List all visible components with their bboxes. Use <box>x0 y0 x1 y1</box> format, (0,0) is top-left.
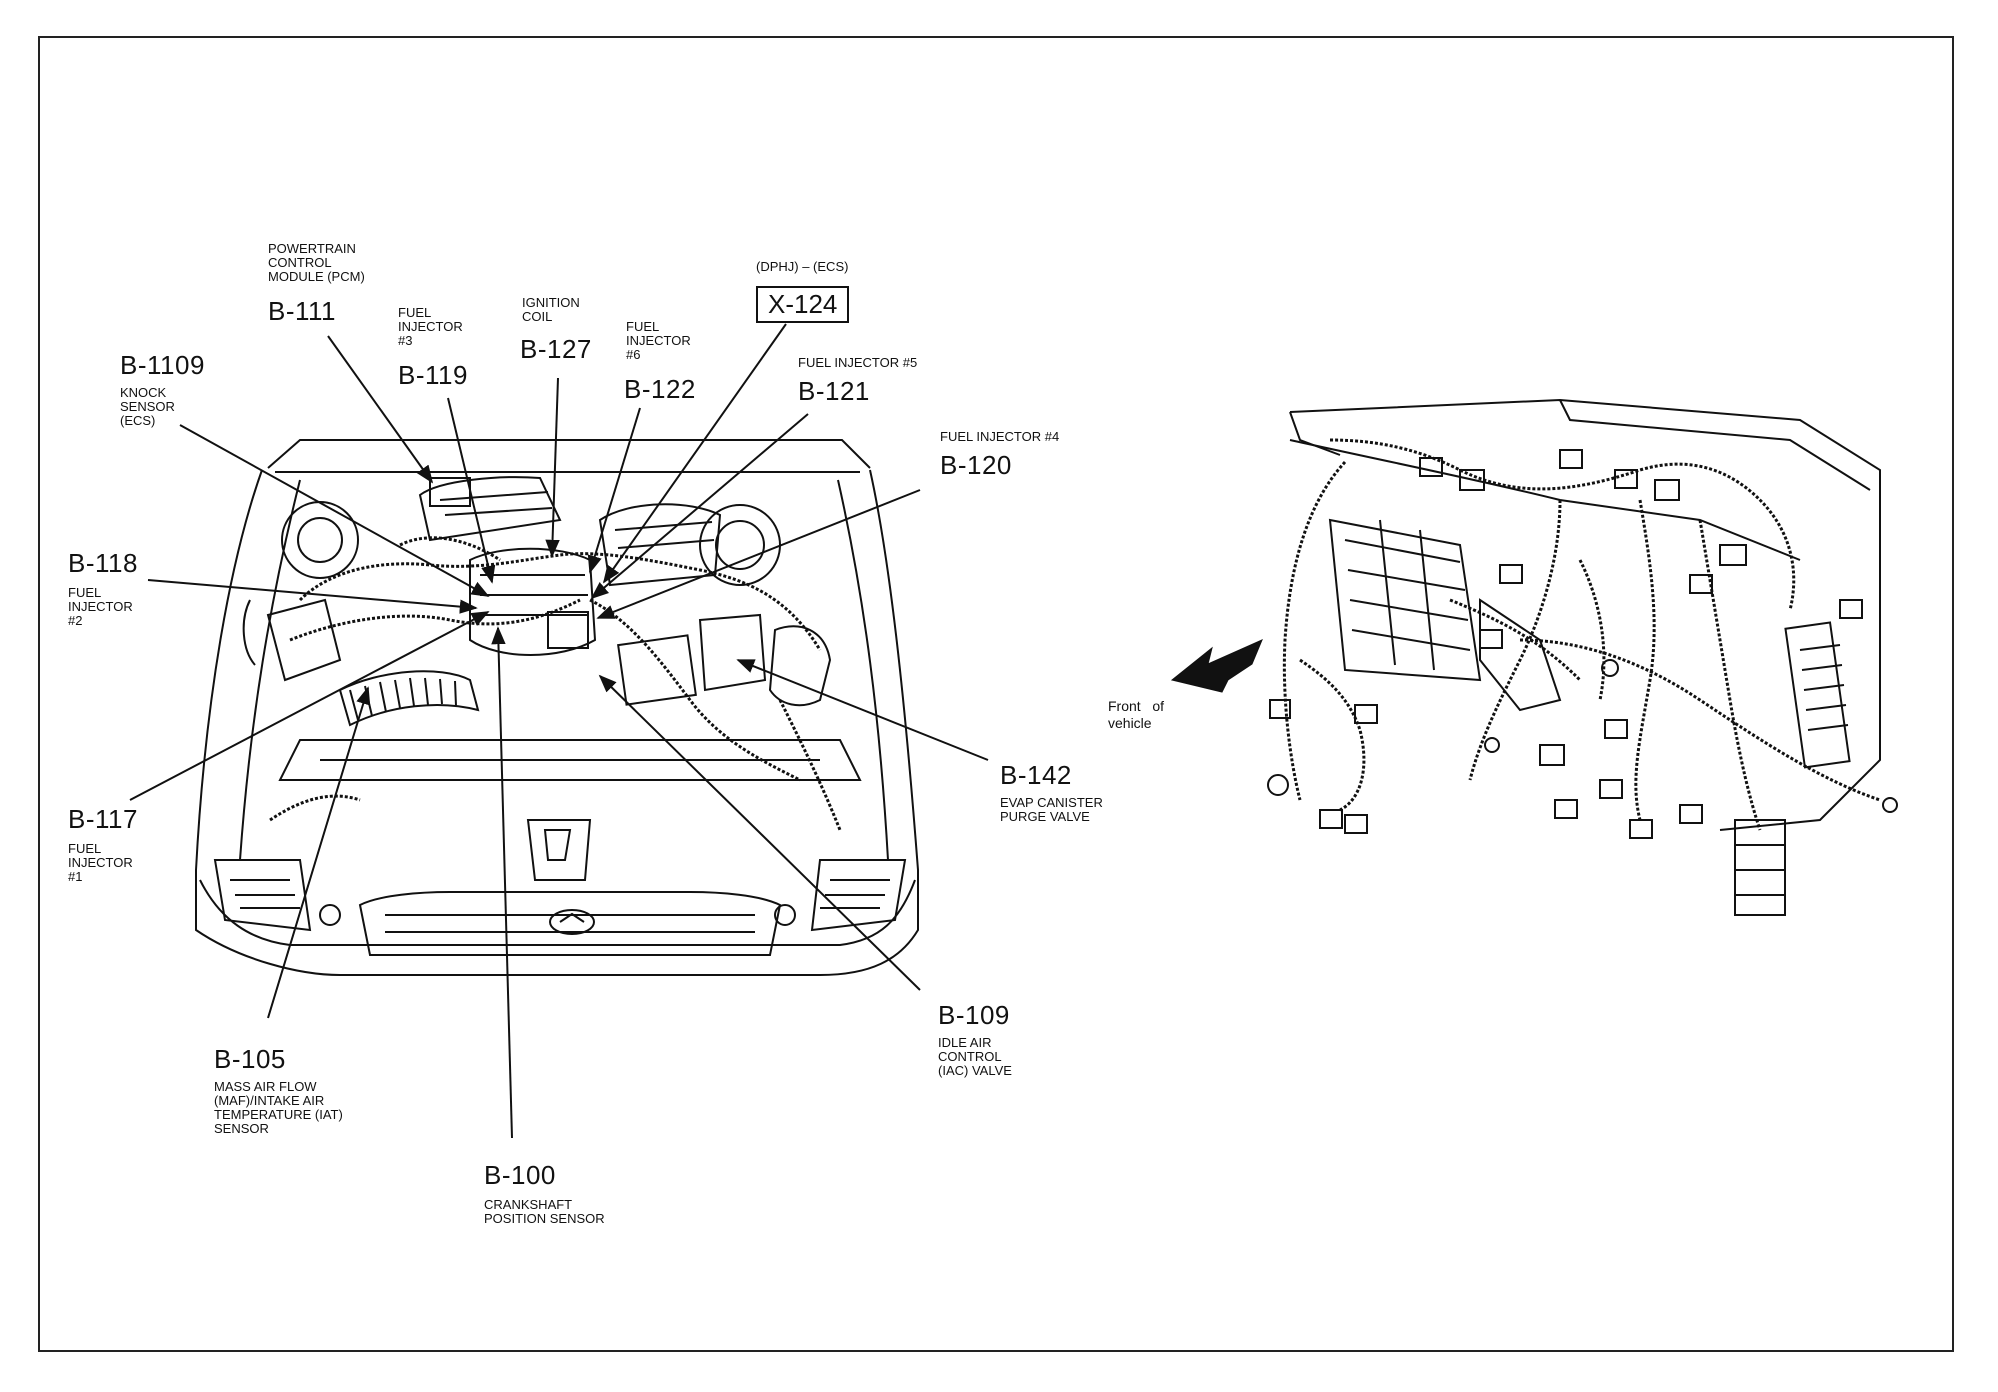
diagram-frame <box>38 36 1954 1352</box>
leader-b121 <box>590 413 809 600</box>
callout-b119-code: B-119 <box>398 360 468 390</box>
callout-b109-code: B-109 <box>938 1000 1010 1030</box>
callout-b142-desc: EVAP CANISTER PURGE VALVE <box>1000 795 1103 824</box>
callout-b111-code: B-111 <box>268 296 337 326</box>
dash-wiring-harness <box>1282 438 1881 831</box>
callout-b142-code: B-142 <box>1000 760 1072 790</box>
callout-b121-code: B-121 <box>798 376 870 406</box>
leader-b105 <box>267 686 371 1019</box>
callout-b127-code: B-127 <box>520 334 592 364</box>
callout-b119-desc: FUEL INJECTOR #3 <box>398 305 463 348</box>
leader-b117 <box>129 611 490 801</box>
leader-b120 <box>596 489 921 619</box>
callout-b120-code: B-120 <box>940 450 1012 480</box>
callout-b105-desc: MASS AIR FLOW (MAF)/INTAKE AIR TEMPERATU… <box>214 1079 343 1136</box>
leader-b122 <box>587 407 641 574</box>
callout-b121-desc: FUEL INJECTOR #5 <box>798 355 918 370</box>
leader-x124 <box>602 323 787 584</box>
callout-x124-code: X-124 <box>756 286 850 323</box>
callout-b111-desc: POWERTRAIN CONTROL MODULE (PCM) <box>268 241 365 284</box>
callout-b1109-code: B-1109 <box>120 350 205 380</box>
callout-b127-desc: IGNITION COIL <box>522 295 580 324</box>
leader-b142 <box>736 659 989 761</box>
engine-wiring-harness <box>269 536 842 831</box>
callout-b122-code: B-122 <box>624 374 696 404</box>
callout-b118-desc: FUEL INJECTOR #2 <box>68 585 133 628</box>
callout-b120-desc: FUEL INJECTOR #4 <box>940 429 1060 444</box>
callout-b122-desc: FUEL INJECTOR #6 <box>626 319 691 362</box>
leader-b127 <box>545 377 560 558</box>
front-of-vehicle-note: Front of vehicle <box>1108 698 1165 731</box>
leader-b118 <box>147 579 478 614</box>
callout-b117-code: B-117 <box>68 804 138 834</box>
callout-b109-desc: IDLE AIR CONTROL (IAC) VALVE <box>938 1035 1012 1078</box>
leader-b109 <box>598 674 921 991</box>
engine-bay-illustration <box>195 439 919 976</box>
callout-b118-code: B-118 <box>68 548 138 578</box>
callout-b100-code: B-100 <box>484 1160 556 1190</box>
callout-b1109-desc: KNOCK SENSOR (ECS) <box>120 385 175 428</box>
instrument-panel-illustration <box>1267 398 1898 916</box>
leader-b1109 <box>179 424 490 597</box>
leader-lines <box>129 323 989 1139</box>
leader-b100 <box>491 626 513 1139</box>
callout-x124-desc: (DPHJ) – (ECS) <box>756 259 849 274</box>
front-direction-arrow <box>1170 639 1263 693</box>
callout-b100-desc: CRANKSHAFT POSITION SENSOR <box>484 1197 605 1226</box>
callout-b117-desc: FUEL INJECTOR #1 <box>68 841 133 884</box>
callout-b105-code: B-105 <box>214 1044 286 1074</box>
leader-b111 <box>327 335 434 484</box>
leader-b119 <box>447 397 496 584</box>
